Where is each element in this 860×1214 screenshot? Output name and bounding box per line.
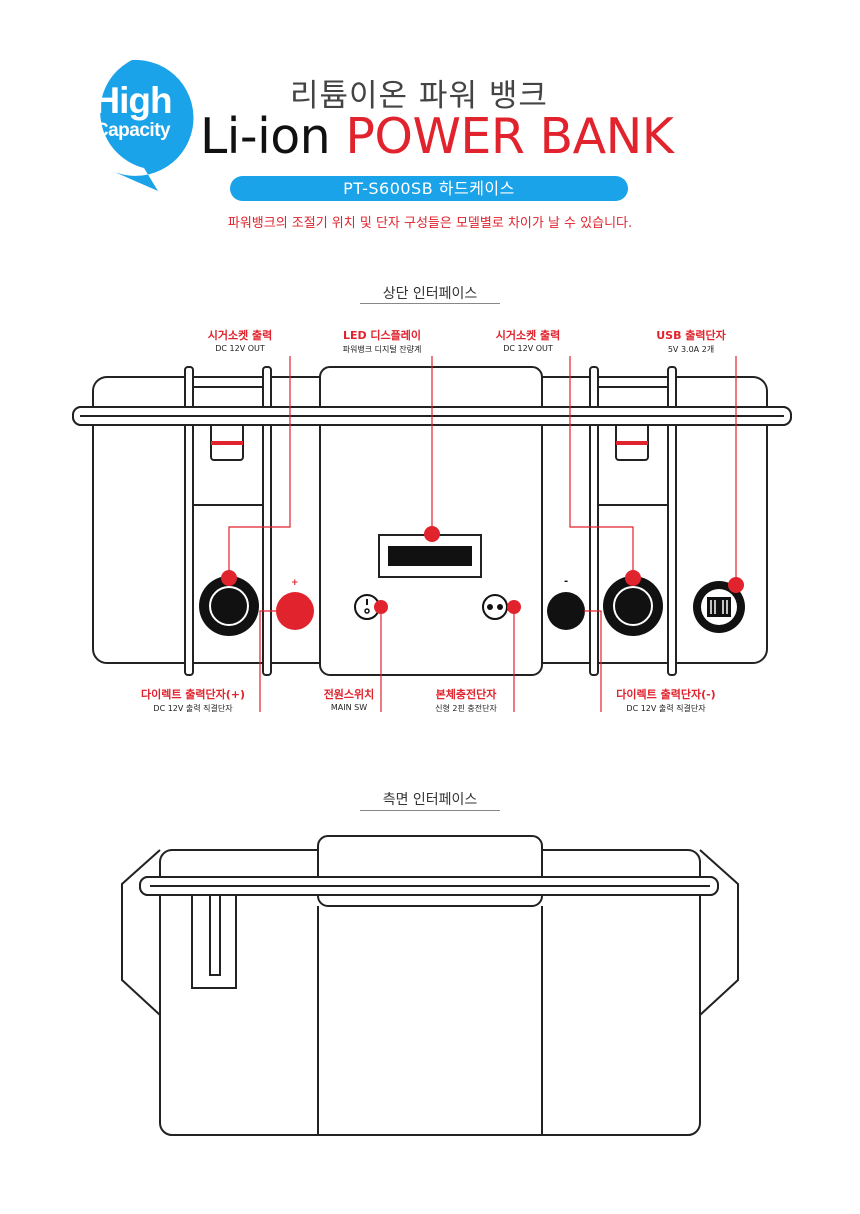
callout-sub: DC 12V OUT [503, 344, 553, 353]
badge-line-capacity: Capacity [94, 120, 171, 141]
callout-title: 시거소켓 출력 [207, 329, 273, 342]
callout-title: USB 출력단자 [656, 329, 726, 342]
badge-line-high: High [93, 80, 172, 121]
title-english-powerbank: POWER BANK [345, 108, 674, 165]
callout-direct-minus: 다이렉트 출력단자(-) DC 12V 출력 직결단자 [603, 686, 729, 714]
callout-sub: DC 12V 출력 직결단자 [626, 704, 706, 713]
high-capacity-badge [100, 59, 194, 192]
callout-sub: DC 12V OUT [215, 344, 265, 353]
callout-sub: 5V 3.0A 2개 [667, 345, 715, 354]
callout-title: LED 디스플레이 [342, 329, 422, 342]
top-interface-rule [360, 303, 500, 304]
callout-sub: 신형 2핀 충전단자 [435, 704, 497, 713]
callout-cig-socket-left: 시거소켓 출력 DC 12V OUT [190, 327, 290, 353]
callout-usb-output: USB 출력단자 5V 3.0A 2개 [645, 327, 737, 355]
notice-text: 파워뱅크의 조절기 위치 및 단자 구성들은 모델별로 차이가 날 수 있습니다… [227, 216, 633, 231]
callout-title: 본체충전단자 [435, 688, 497, 701]
side-interface-rule [360, 810, 500, 811]
callout-led-display: LED 디스플레이 파워뱅크 디지털 잔량계 [327, 327, 437, 355]
minus-sign: - [564, 576, 569, 587]
callout-title: 전원스위치 [323, 688, 375, 701]
title-english: Li-ion POWER BANK [200, 108, 674, 165]
plus-sign: + [291, 578, 299, 588]
callout-sub: DC 12V 출력 직결단자 [153, 704, 233, 713]
callout-title: 다이렉트 출력단자(+) [140, 688, 246, 701]
callout-title: 시거소켓 출력 [495, 329, 561, 342]
callout-sub: MAIN SW [330, 703, 368, 712]
top-interface-title: 상단 인터페이스 [382, 286, 478, 302]
side-interface-title: 측면 인터페이스 [382, 792, 478, 808]
callout-main-switch: 전원스위치 MAIN SW [317, 686, 381, 712]
callout-cig-socket-right: 시거소켓 출력 DC 12V OUT [478, 327, 578, 353]
title-korean: 리튬이온 파워 뱅크 [290, 78, 548, 114]
title-english-liion: Li-ion [200, 108, 331, 165]
callout-sub: 파워뱅크 디지털 잔량계 [342, 345, 422, 354]
callout-charging-port: 본체충전단자 신형 2핀 충전단자 [420, 686, 512, 714]
callout-title: 다이렉트 출력단자(-) [616, 688, 716, 701]
callout-direct-plus: 다이렉트 출력단자(+) DC 12V 출력 직결단자 [128, 686, 258, 714]
model-label: PT-S600SB 하드케이스 [230, 176, 628, 201]
